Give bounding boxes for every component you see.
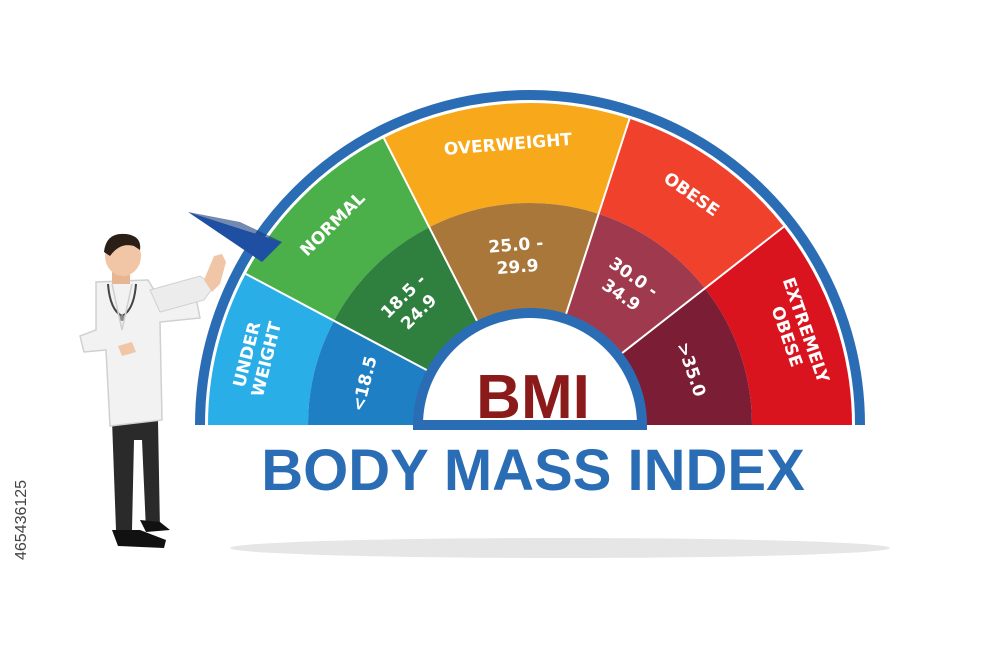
gauge-divider — [617, 225, 785, 357]
gauge-segments-outer — [208, 102, 852, 425]
gauge-segment-outer-2 — [383, 102, 630, 228]
bmi-center-label: BMI — [476, 363, 590, 432]
gauge-segment-inner-0 — [308, 320, 432, 425]
gauge-dividers — [245, 118, 785, 374]
gauge-segment-outer-4 — [704, 226, 852, 425]
arrow-pointer-icon — [188, 212, 282, 262]
gauge-divider — [563, 118, 631, 319]
gauge-divider — [245, 272, 432, 374]
gauge-segment-inner-3 — [564, 213, 705, 357]
stock-id-watermark: 465436125 — [13, 480, 30, 560]
doctor-figure-icon — [79, 233, 226, 548]
gauge-segment-inner-1 — [333, 227, 480, 373]
range-label-2: 25.0 -29.9 — [488, 233, 546, 279]
gauge-segment-outer-0 — [208, 273, 334, 425]
gauge-segment-inner-4 — [618, 288, 752, 425]
gauge-segment-outer-1 — [245, 138, 430, 321]
gauge-outer-ring — [195, 90, 865, 426]
gauge-segments-inner — [308, 203, 752, 425]
floor-shadow — [230, 538, 890, 558]
gauge-segment-inner-2 — [429, 203, 599, 326]
gauge-segment-outer-3 — [598, 118, 784, 289]
bmi-gauge: UNDERWEIGHTNORMALOVERWEIGHTOBESEEXTREMEL… — [188, 90, 865, 432]
gauge-hub — [412, 308, 648, 430]
gauge-divider — [382, 137, 481, 326]
arrow-pointer-shade — [188, 212, 282, 242]
page-title: BODY MASS INDEX — [261, 438, 805, 503]
